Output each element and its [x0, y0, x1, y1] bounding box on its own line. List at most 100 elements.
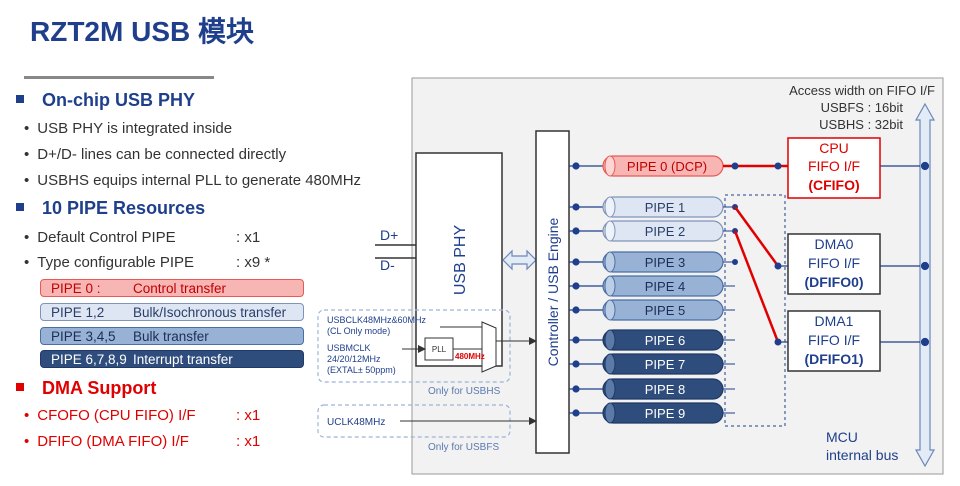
- section-dma-title: DMA Support: [42, 378, 157, 398]
- pipe-4: PIPE 4: [602, 275, 724, 297]
- bus-label: MCU: [826, 429, 858, 445]
- legend-pipes: PIPE 0 :: [51, 281, 101, 296]
- phy-bullet-text: D+/D- lines can be connected directly: [37, 146, 287, 163]
- pipe0-junction: [731, 162, 739, 170]
- cpu-fifo-box: [787, 137, 881, 199]
- dma0-fifo-text: (DFIFO0): [804, 274, 863, 290]
- dma-row: •CFOFO (CPU FIFO) I/F: [24, 407, 196, 424]
- clk-hs-text: 24/20/12MHz: [327, 354, 381, 364]
- legend-type: Bulk transfer: [133, 329, 209, 344]
- pipe-row: •Default Control PIPE: [24, 229, 176, 246]
- pipe-label: PIPE 8: [645, 382, 685, 397]
- pipe-5: PIPE 5: [602, 299, 724, 321]
- only-hs-label: Only for USBHS: [428, 386, 501, 397]
- legend-bulk: PIPE 3,4,5 Bulk transfer: [40, 327, 304, 345]
- pipe-8: PIPE 8: [602, 378, 724, 400]
- clk-hs-text: USBCLK48MHz&60MHz: [327, 315, 427, 325]
- controller-label: Controller / USB Engine: [545, 217, 561, 366]
- pipe-label: PIPE 2: [645, 224, 685, 239]
- dma0-fifo-box: [787, 233, 881, 295]
- phy-bullet-text: USB PHY is integrated inside: [37, 120, 233, 137]
- legend-interrupt: PIPE 6,7,8,9 Interrupt transfer: [40, 350, 304, 368]
- pipe-to-dma0-link: [733, 206, 780, 267]
- usbhs-width: USBHS : 32bit: [819, 117, 903, 132]
- pipe-row: •Type configurable PIPE: [24, 254, 195, 271]
- clock-mux: [481, 321, 497, 373]
- legend-pipes: PIPE 6,7,8,9: [51, 352, 127, 367]
- legend-type: Interrupt transfer: [133, 352, 233, 367]
- section-heading-phy: On-chip USB PHY: [16, 90, 195, 111]
- pipe-row-label: Type configurable PIPE: [37, 254, 195, 271]
- pipe-7: PIPE 7: [602, 353, 724, 375]
- pipe-row-value: : x9 *: [236, 254, 271, 271]
- dma1-junction: [774, 338, 782, 346]
- section-pipe-title: 10 PIPE Resources: [42, 198, 206, 218]
- pll-out-label: 480MHz: [455, 352, 485, 361]
- legend-type: Control transfer: [133, 281, 227, 296]
- section-phy-title: On-chip USB PHY: [42, 90, 196, 110]
- pipe-to-dma1-link: [733, 230, 780, 343]
- fifo-bus-links: [880, 161, 930, 347]
- legend-pipes: PIPE 3,4,5: [51, 329, 116, 344]
- dma1-fifo-text: FIFO I/F: [808, 332, 860, 348]
- section-heading-pipe: 10 PIPE Resources: [16, 198, 205, 219]
- pipe-3: PIPE 3: [602, 251, 724, 273]
- page-title: RZT2M USB 模块: [30, 16, 255, 47]
- dma1-fifo-box: [787, 310, 881, 372]
- pipe-label: PIPE 6: [645, 333, 685, 348]
- clk-hs-text: (CL Only mode): [327, 326, 390, 336]
- dma-row-label: DFIFO (DMA FIFO) I/F: [37, 433, 189, 450]
- usbfs-width: USBFS : 16bit: [821, 100, 904, 115]
- pipe-label: PIPE 0 (DCP): [627, 159, 707, 174]
- configurable-pipes-group: [724, 194, 786, 427]
- pipe-label: PIPE 5: [645, 303, 685, 318]
- cfifo-junction: [774, 162, 782, 170]
- bullet-square-icon: [16, 203, 24, 212]
- clk-hs-text: USBMCLK: [327, 343, 371, 353]
- pipe-6: PIPE 6: [602, 329, 724, 351]
- access-width-label: Access width on FIFO I/F: [789, 83, 935, 98]
- mcu-internal-bus: [914, 102, 936, 468]
- dma-row: •DFIFO (DMA FIFO) I/F: [24, 433, 189, 450]
- pipe-outputs: [723, 206, 735, 414]
- pipe-0: PIPE 0 (DCP): [602, 155, 724, 177]
- dma0-junction: [774, 262, 782, 270]
- dma0-fifo-text: FIFO I/F: [808, 255, 860, 271]
- cpu-fifo-text: CPU: [819, 140, 849, 156]
- title-underline: [24, 76, 214, 79]
- cpu-fifo-text: (CFIFO): [808, 177, 859, 193]
- dma-row-value: : x1: [236, 433, 261, 450]
- only-fs-label: Only for USBFS: [428, 442, 499, 453]
- pipe-label: PIPE 9: [645, 406, 685, 421]
- pipe-1: PIPE 1: [602, 196, 724, 218]
- phy-bullet: •USB PHY is integrated inside: [24, 120, 233, 137]
- phy-bullet-text: USBHS equips internal PLL to generate 48…: [37, 172, 362, 189]
- pipe-row-label: Default Control PIPE: [37, 229, 176, 246]
- pipe-label: PIPE 4: [645, 279, 685, 294]
- bus-label: internal bus: [826, 447, 898, 463]
- usb-phy-label: USB PHY: [452, 225, 469, 296]
- dma1-fifo-text: DMA1: [815, 313, 854, 329]
- clock-hs-box: [317, 309, 511, 383]
- pipe-row-value: : x1: [236, 229, 261, 246]
- pipe-label: PIPE 7: [645, 357, 685, 372]
- bullet-square-icon: [16, 383, 24, 392]
- cpu-fifo-text: FIFO I/F: [808, 158, 860, 174]
- controller-box: [535, 130, 570, 454]
- phy-bullet: •D+/D- lines can be connected directly: [24, 146, 287, 163]
- bullet-square-icon: [16, 95, 24, 104]
- dma0-fifo-text: DMA0: [815, 236, 854, 252]
- pipe-connectors: [569, 162, 605, 417]
- dma1-fifo-text: (DFIFO1): [804, 351, 863, 367]
- clk-fs-text: UCLK48MHz: [327, 417, 385, 428]
- pipe-2: PIPE 2: [602, 220, 724, 242]
- pipe-9: PIPE 9: [602, 402, 724, 424]
- dplus-label: D+: [380, 227, 398, 243]
- section-heading-dma: DMA Support: [16, 378, 156, 399]
- clk-hs-text: (EXTAL± 50ppm): [327, 365, 396, 375]
- legend-pipes: PIPE 1,2: [51, 305, 105, 320]
- dma-row-value: : x1: [236, 407, 261, 424]
- legend-control: PIPE 0 : Control transfer: [40, 279, 304, 297]
